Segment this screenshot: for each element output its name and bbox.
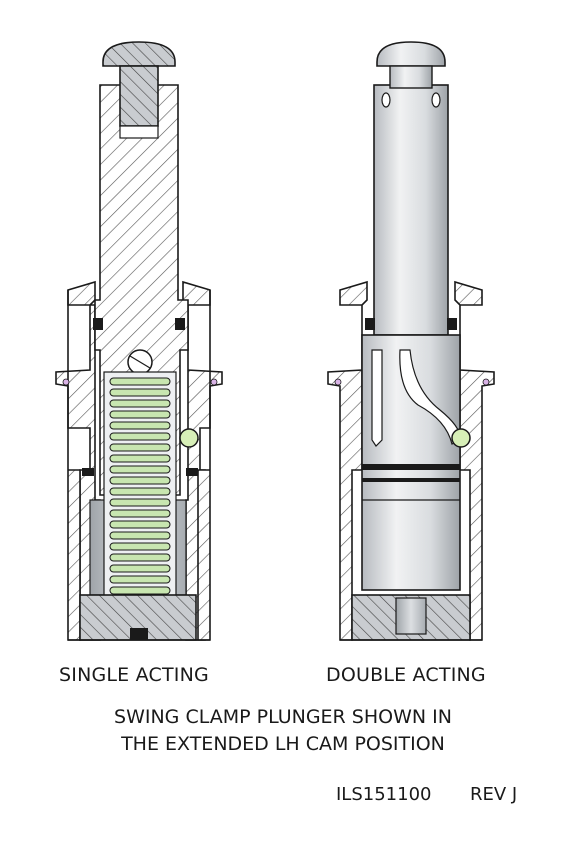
double-acting-label: DOUBLE ACTING	[326, 664, 486, 686]
single-cap-screw-head	[102, 41, 176, 67]
double-cross-hole-right	[431, 92, 441, 108]
single-oring-right	[210, 378, 218, 386]
double-seal-upper-left	[365, 318, 375, 330]
double-head-neck	[389, 65, 433, 89]
double-cam-ball	[451, 428, 471, 448]
single-oring-left	[62, 378, 70, 386]
cross-section-drawing	[55, 41, 495, 641]
double-body-right-wall	[454, 280, 495, 641]
double-piston-seal-top	[362, 464, 460, 470]
single-seal-mid-left	[82, 468, 94, 476]
single-ball-line	[129, 355, 151, 369]
single-outer-shell-left	[67, 290, 81, 641]
double-acting-plunger	[327, 41, 495, 641]
double-oring-left	[334, 378, 342, 386]
single-return-spring	[109, 377, 171, 628]
double-plunger-rod	[373, 84, 449, 336]
revision-label: REV J	[470, 784, 518, 805]
single-bottom-plug	[79, 594, 197, 641]
single-outer-shell-right	[197, 290, 211, 641]
single-cam-ball	[179, 428, 199, 448]
single-bottom-vent	[130, 628, 148, 640]
double-bottom-port	[395, 597, 427, 635]
double-cross-hole-left	[381, 92, 391, 108]
single-acting-label: SINGLE ACTING	[59, 664, 209, 686]
single-seal-upper-right	[175, 318, 185, 330]
drawing-number: ILS151100	[336, 784, 432, 805]
caption-line-2: THE EXTENDED LH CAM POSITION	[121, 733, 445, 755]
double-plunger-head	[376, 41, 446, 67]
caption-line-1: SWING CLAMP PLUNGER SHOWN IN	[114, 706, 452, 728]
double-oring-right	[482, 378, 490, 386]
double-seal-upper-right	[447, 318, 457, 330]
single-seal-upper-left	[93, 318, 103, 330]
single-acting-plunger	[55, 41, 223, 641]
single-screw-relief	[119, 125, 159, 139]
double-piston-seal-bottom	[362, 478, 460, 482]
single-cap-screw-shank	[119, 65, 159, 127]
double-body-left-wall	[327, 280, 368, 641]
single-seal-mid-right	[186, 468, 198, 476]
